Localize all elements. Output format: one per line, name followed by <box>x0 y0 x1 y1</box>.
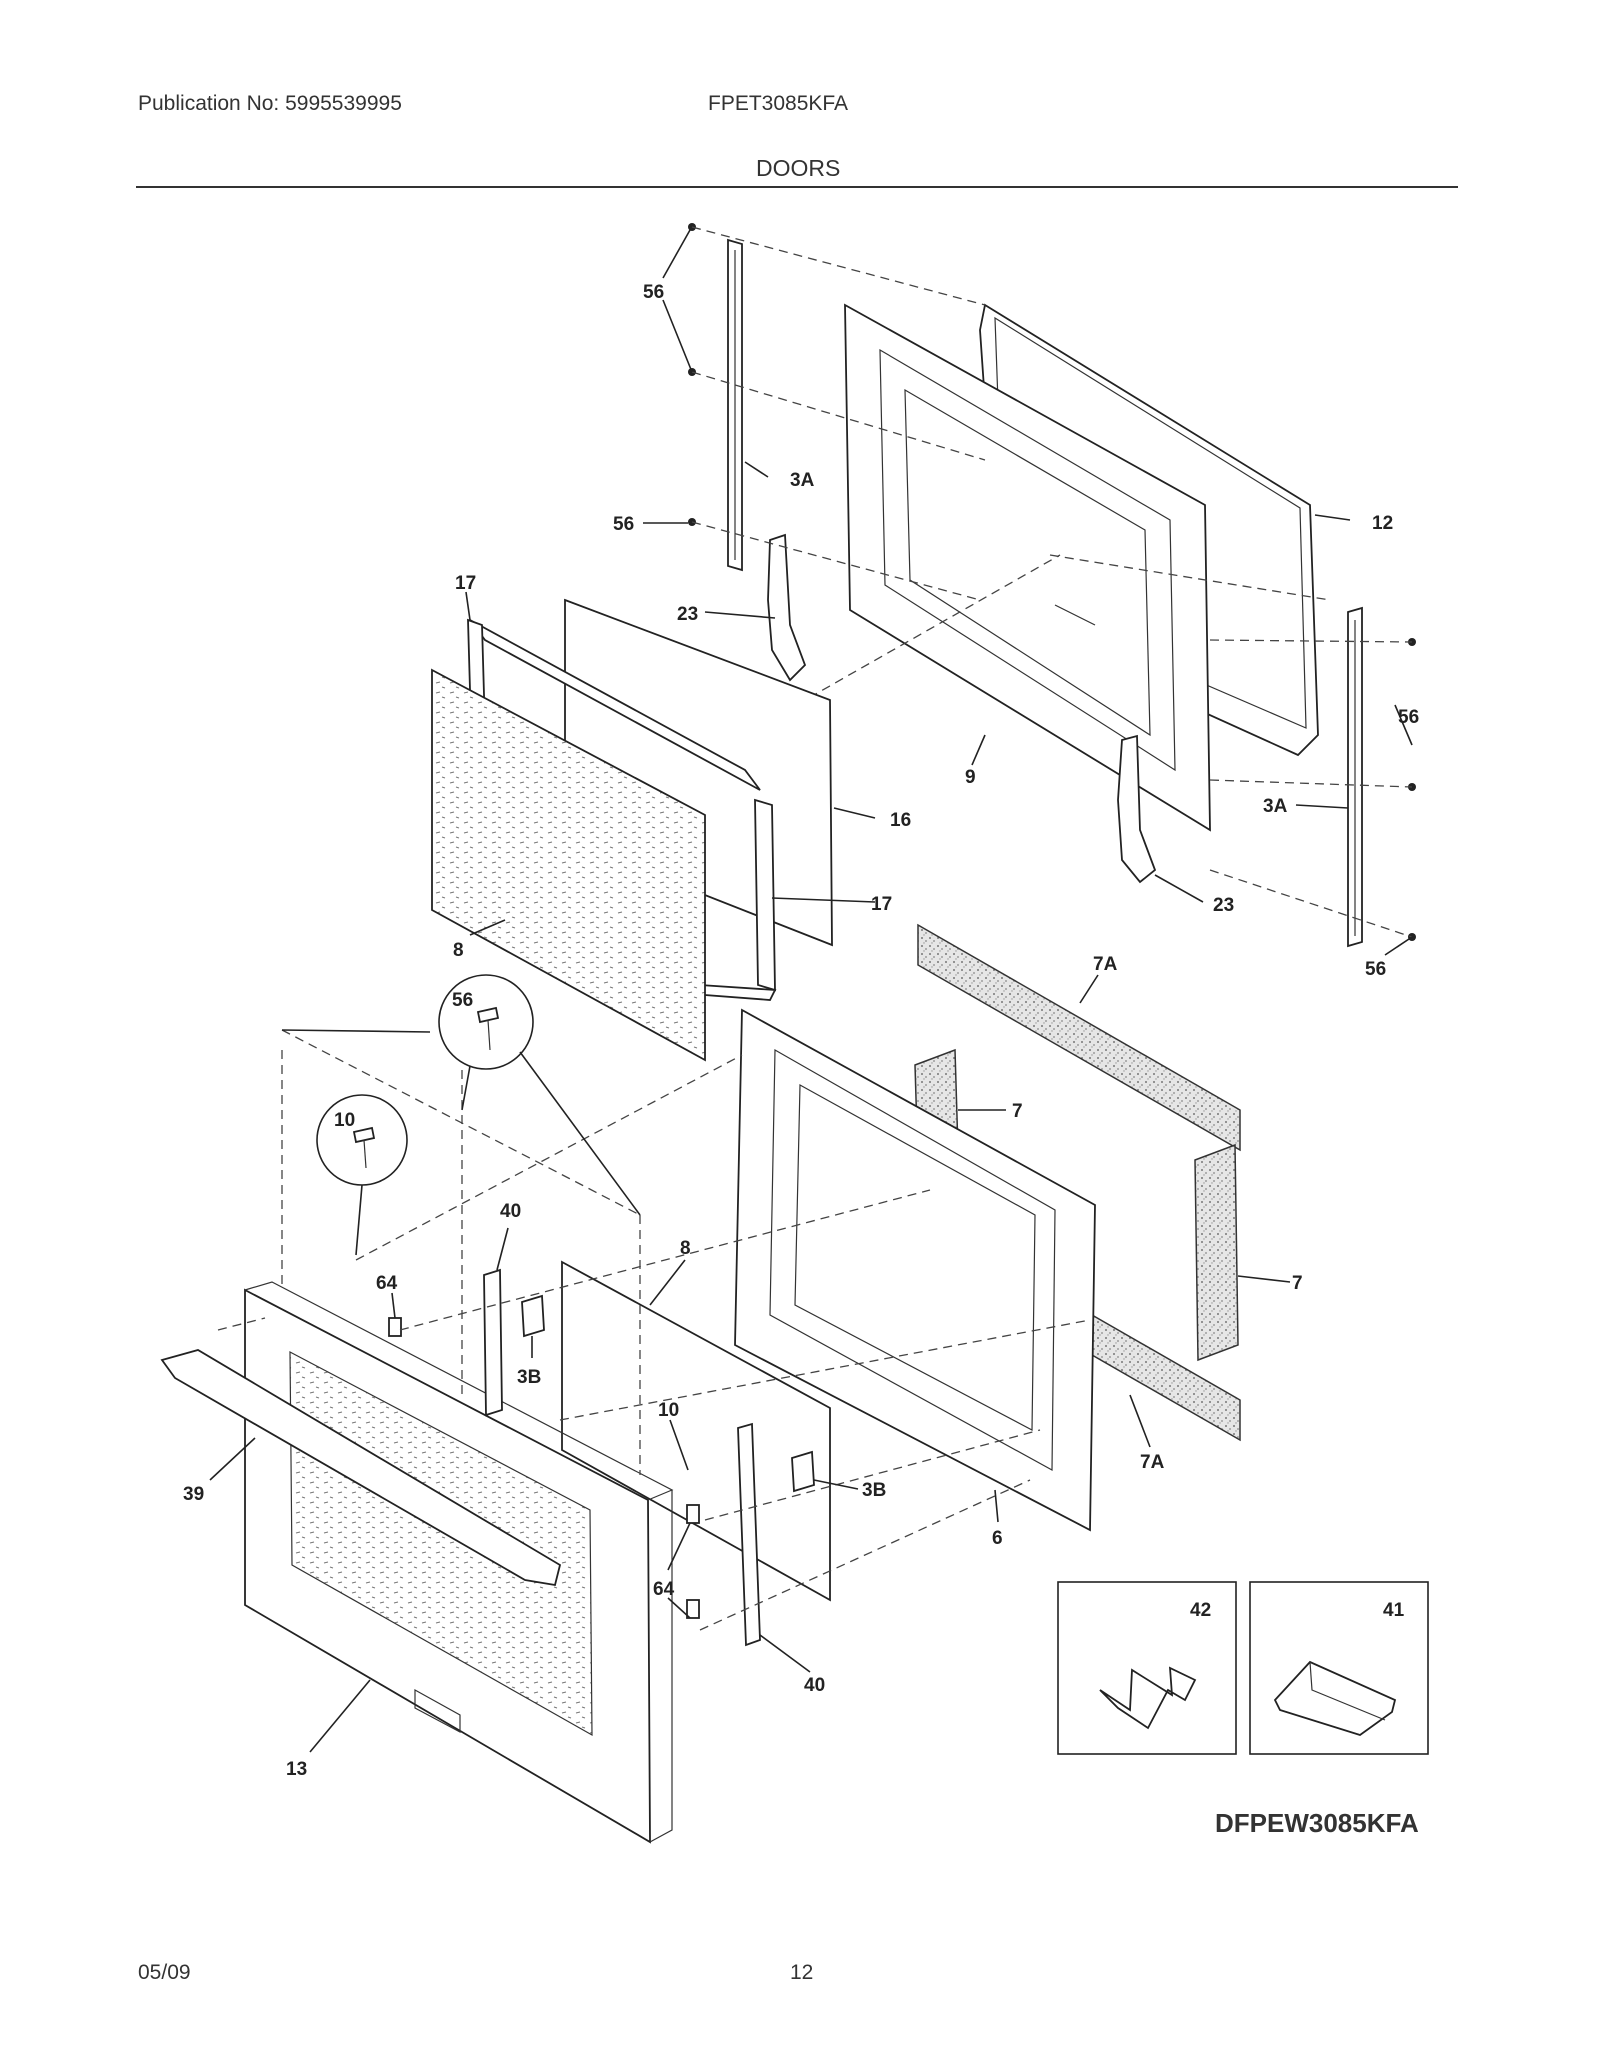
bracket-41-inset <box>1249 1581 1429 1755</box>
callout-23: 23 <box>1213 895 1234 916</box>
screw-10-detail <box>316 1094 408 1256</box>
callout-23: 23 <box>677 604 698 625</box>
hinge-23-left <box>767 533 807 682</box>
callout-8: 8 <box>680 1238 691 1259</box>
publication-number: Publication No: 5995539995 <box>138 92 402 115</box>
callout-3a: 3A <box>790 470 815 491</box>
callout-64: 64 <box>653 1579 675 1600</box>
clip-3b-lower <box>791 1450 815 1493</box>
callout-16: 16 <box>890 810 911 831</box>
door-liner-6 <box>734 1008 1096 1532</box>
spacer-64-lower-a <box>686 1504 700 1524</box>
glass-pane-8-upper <box>431 668 706 1062</box>
clip-3b-upper <box>521 1294 545 1338</box>
bracket-40-upper <box>483 1268 503 1417</box>
callout-40: 40 <box>500 1201 521 1222</box>
spacer-64-lower-b <box>686 1599 700 1619</box>
leader-lines <box>209 229 1413 1753</box>
hinge-channel-3a-left <box>727 238 743 572</box>
bracket-42-inset <box>1057 1581 1237 1755</box>
callout-17: 17 <box>455 573 476 594</box>
callout-13: 13 <box>286 1759 307 1780</box>
callout-3b: 3B <box>517 1367 541 1388</box>
callout-56: 56 <box>643 282 664 303</box>
callout-6: 6 <box>992 1528 1003 1549</box>
callout-7: 7 <box>1012 1101 1023 1122</box>
callout-17: 17 <box>871 894 892 915</box>
callout-56: 56 <box>1398 707 1419 728</box>
bracket-40-lower <box>737 1422 761 1647</box>
door-handle-39 <box>160 1349 562 1587</box>
footer-date: 05/09 <box>138 1961 191 1984</box>
hinge-channel-3a-right <box>1347 606 1363 948</box>
diagram-model-code: DFPEW3085KFA <box>1215 1808 1419 1838</box>
callout-56: 56 <box>452 990 473 1011</box>
callout-39: 39 <box>183 1484 204 1505</box>
callout-7: 7 <box>1292 1273 1303 1294</box>
callout-7a: 7A <box>1140 1452 1165 1473</box>
callout-40: 40 <box>804 1675 825 1696</box>
screw-56-detail <box>281 974 641 1216</box>
page-number: 12 <box>790 1961 814 1984</box>
callout-10: 10 <box>658 1400 679 1421</box>
outer-door-13 <box>244 1281 674 1844</box>
callout-3a: 3A <box>1263 796 1288 817</box>
callout-8: 8 <box>453 940 464 961</box>
callout-56: 56 <box>613 514 634 535</box>
callout-10: 10 <box>334 1110 355 1131</box>
section-title: DOORS <box>756 155 841 181</box>
callout-41: 41 <box>1383 1600 1405 1621</box>
callout-56: 56 <box>1365 959 1386 980</box>
callout-3b: 3B <box>862 1480 886 1501</box>
callout-64: 64 <box>376 1273 398 1294</box>
callout-42: 42 <box>1190 1600 1211 1621</box>
spacer-64-upper <box>388 1317 402 1337</box>
model-number: FPET3085KFA <box>708 92 849 115</box>
header-divider <box>136 186 1458 188</box>
hinge-23-right <box>1117 734 1157 884</box>
callout-12: 12 <box>1372 513 1393 534</box>
glass-pane-8-lower <box>561 1260 831 1602</box>
insulation-7-right <box>1194 1143 1239 1362</box>
insulation-7a-top <box>917 923 1241 1152</box>
callout-7a: 7A <box>1093 954 1118 975</box>
inner-door-panel-9 <box>844 303 1211 832</box>
callout-9: 9 <box>965 767 976 788</box>
